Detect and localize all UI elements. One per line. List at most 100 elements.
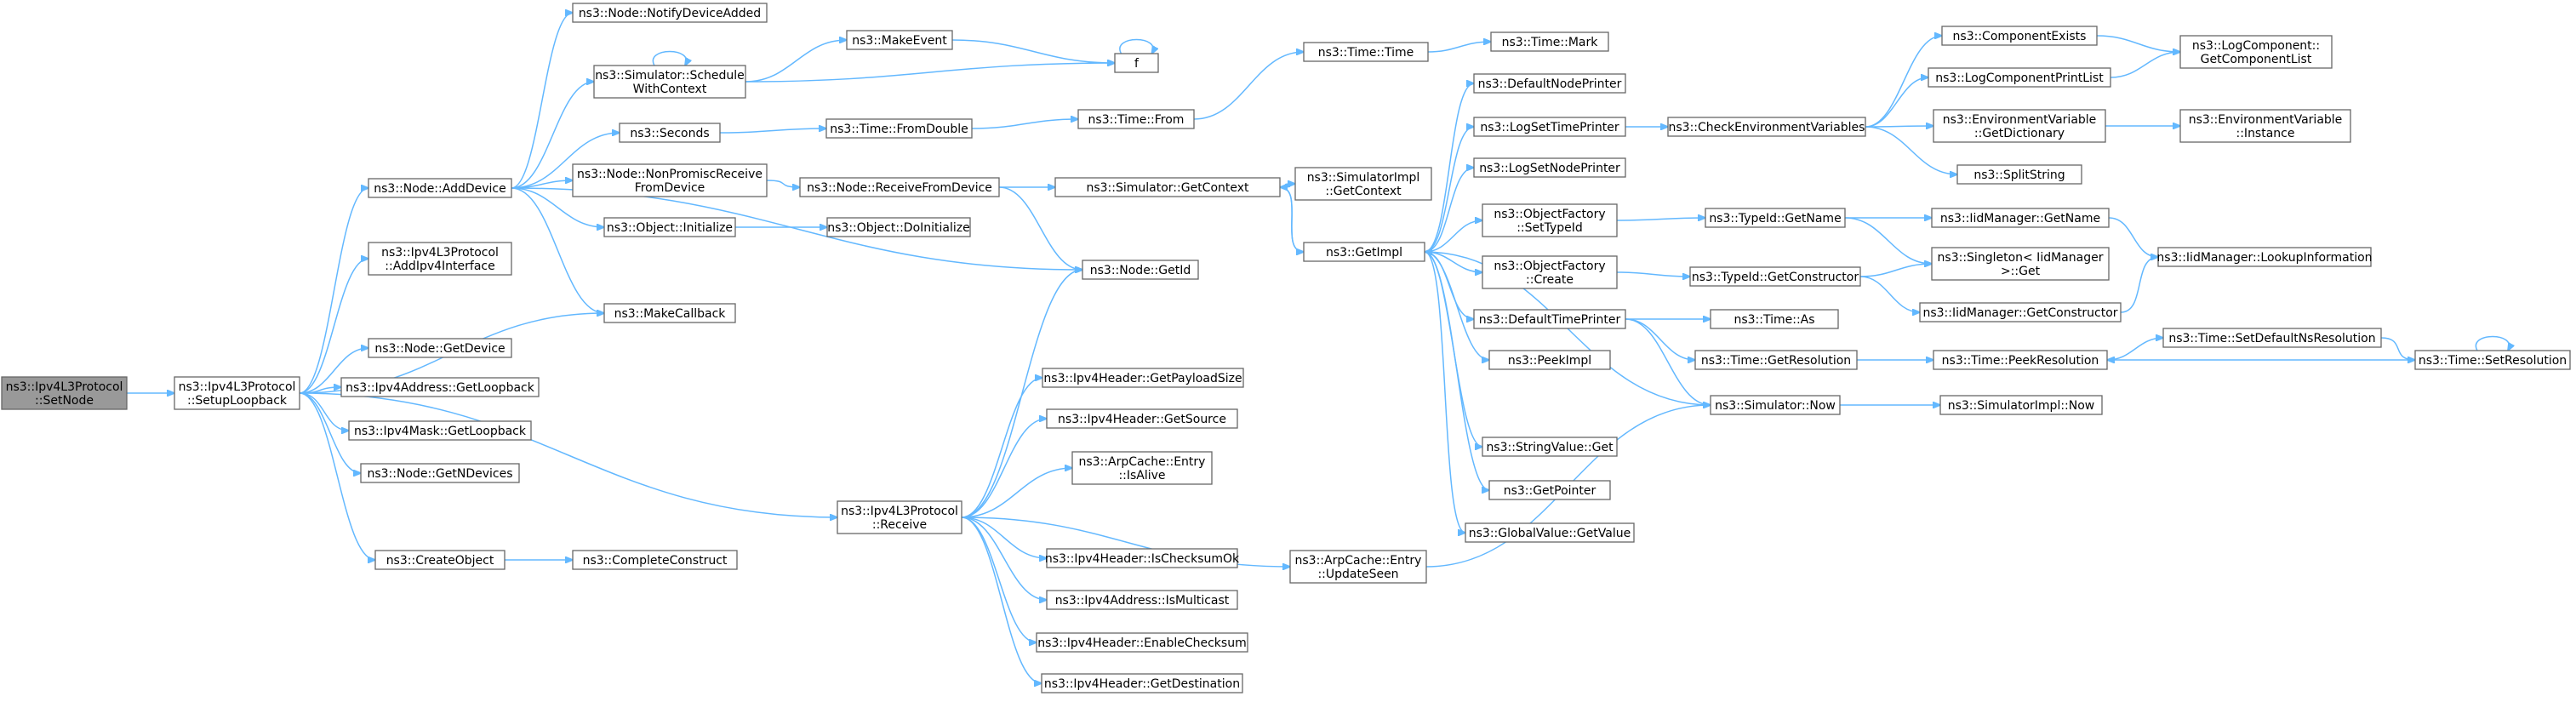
node-iidGetConstructor[interactable]: ns3::IidManager::GetConstructor — [1919, 302, 2122, 322]
node-timeFromDouble[interactable]: ns3::Time::FromDouble — [825, 118, 973, 139]
node-box[interactable] — [1473, 309, 1626, 329]
node-box[interactable] — [2162, 328, 2382, 348]
node-logComponentPrintList[interactable]: ns3::LogComponentPrintList — [1928, 67, 2111, 88]
node-getSource[interactable]: ns3::Ipv4Header::GetSource — [1046, 408, 1238, 429]
node-box[interactable] — [1694, 350, 1858, 370]
node-box[interactable] — [1933, 350, 2108, 370]
node-box[interactable] — [2179, 35, 2333, 69]
node-box[interactable] — [1490, 31, 1609, 52]
node-box[interactable] — [603, 303, 736, 323]
node-getImpl[interactable]: ns3::GetImpl — [1303, 242, 1425, 262]
node-box[interactable] — [1710, 309, 1839, 329]
node-ofCreate[interactable]: ns3::ObjectFactory::Create — [1482, 255, 1618, 289]
node-box[interactable] — [593, 65, 746, 99]
node-typeIdGetConstructor[interactable]: ns3::TypeId::GetConstructor — [1689, 266, 1861, 287]
node-box[interactable] — [2414, 350, 2571, 370]
node-box[interactable] — [2157, 247, 2372, 267]
node-ipv4AddrGetLoopback[interactable]: ns3::Ipv4Address::GetLoopback — [340, 377, 540, 397]
node-defaultTimePrinter[interactable]: ns3::DefaultTimePrinter — [1473, 309, 1626, 329]
node-isAlive[interactable]: ns3::ArpCache::Entry::IsAlive — [1071, 451, 1213, 485]
node-box[interactable] — [1956, 164, 2082, 185]
node-setupLoopback[interactable]: ns3::Ipv4L3Protocol::SetupLoopback — [174, 376, 300, 410]
node-box[interactable] — [1114, 53, 1159, 73]
node-iidLookupInfo[interactable]: ns3::IidManager::LookupInformation — [2156, 247, 2373, 267]
node-ipv4MaskGetLoopback[interactable]: ns3::Ipv4Mask::GetLoopback — [348, 420, 532, 441]
node-box[interactable] — [1, 376, 128, 410]
node-box[interactable] — [1465, 522, 1635, 543]
node-box[interactable] — [1941, 26, 2098, 46]
node-box[interactable] — [1488, 480, 1611, 500]
node-addIpv4Interface[interactable]: ns3::Ipv4L3Protocol::AddIpv4Interface — [368, 242, 512, 276]
node-defaultNodePrinter[interactable]: ns3::DefaultNodePrinter — [1473, 73, 1626, 94]
node-box[interactable] — [1710, 395, 1841, 415]
node-box[interactable] — [825, 118, 973, 139]
node-box[interactable] — [1294, 167, 1432, 201]
node-logSetTimePrinter[interactable]: ns3::LogSetTimePrinter — [1473, 117, 1626, 137]
node-box[interactable] — [348, 420, 532, 441]
node-enableChecksum[interactable]: ns3::Ipv4Header::EnableChecksum — [1036, 632, 1248, 653]
node-objectInitialize[interactable]: ns3::Object::Initialize — [603, 217, 736, 237]
node-receiveFromDevice[interactable]: ns3::Node::ReceiveFromDevice — [799, 177, 1000, 197]
node-box[interactable] — [1046, 590, 1238, 610]
node-box[interactable] — [1931, 247, 2110, 281]
node-logCompGetList[interactable]: ns3::LogComponent::GetComponentList — [2179, 35, 2333, 69]
node-peekImpl[interactable]: ns3::PeekImpl — [1488, 350, 1611, 370]
node-box[interactable] — [1488, 350, 1611, 370]
node-simGetContext[interactable]: ns3::Simulator::GetContext — [1054, 177, 1281, 197]
node-box[interactable] — [603, 217, 736, 237]
node-box[interactable] — [1667, 117, 1866, 137]
node-checkEnvVars[interactable]: ns3::CheckEnvironmentVariables — [1667, 117, 1866, 137]
node-nodeGetDevice[interactable]: ns3::Node::GetDevice — [368, 338, 512, 358]
node-timeSetDefaultNsRes[interactable]: ns3::Time::SetDefaultNsResolution — [2162, 328, 2382, 348]
node-box[interactable] — [174, 376, 300, 410]
node-box[interactable] — [1939, 395, 2103, 415]
node-doInitialize[interactable]: ns3::Object::DoInitialize — [826, 217, 971, 237]
node-timeSetResolution[interactable]: ns3::Time::SetResolution — [2414, 350, 2571, 370]
node-timeAs[interactable]: ns3::Time::As — [1710, 309, 1839, 329]
node-getDestination[interactable]: ns3::Ipv4Header::GetDestination — [1041, 673, 1243, 693]
node-box[interactable] — [846, 30, 953, 50]
node-box[interactable] — [1482, 437, 1618, 457]
node-box[interactable] — [1046, 548, 1238, 568]
node-box[interactable] — [2179, 109, 2351, 143]
node-box[interactable] — [1042, 368, 1244, 388]
node-updateSeen[interactable]: ns3::ArpCache::Entry::UpdateSeen — [1289, 550, 1427, 584]
node-box[interactable] — [1689, 266, 1861, 287]
node-simNow[interactable]: ns3::Simulator::Now — [1710, 395, 1841, 415]
node-box[interactable] — [1036, 632, 1248, 653]
node-simImplGetContext[interactable]: ns3::SimulatorImpl::GetContext — [1294, 167, 1432, 201]
node-f[interactable]: f — [1114, 53, 1159, 73]
node-createObject[interactable]: ns3::CreateObject — [374, 550, 505, 570]
node-isChecksumOk[interactable]: ns3::Ipv4Header::IsChecksumOk — [1045, 548, 1240, 568]
node-box[interactable] — [368, 338, 512, 358]
node-isMulticast[interactable]: ns3::Ipv4Address::IsMulticast — [1046, 590, 1238, 610]
node-box[interactable] — [1473, 117, 1626, 137]
node-makeCallback[interactable]: ns3::MakeCallback — [603, 303, 736, 323]
node-makeEvent[interactable]: ns3::MakeEvent — [846, 30, 953, 50]
node-box[interactable] — [572, 3, 768, 23]
node-timeTime[interactable]: ns3::Time::Time — [1303, 42, 1429, 62]
node-box[interactable] — [619, 123, 721, 143]
node-splitString[interactable]: ns3::SplitString — [1956, 164, 2082, 185]
node-componentExists[interactable]: ns3::ComponentExists — [1941, 26, 2098, 46]
node-timeMark[interactable]: ns3::Time::Mark — [1490, 31, 1609, 52]
node-notifyDeviceAdded[interactable]: ns3::Node::NotifyDeviceAdded — [572, 3, 768, 23]
node-root[interactable]: ns3::Ipv4L3Protocol::SetNode — [1, 376, 128, 410]
node-getPayloadSize[interactable]: ns3::Ipv4Header::GetPayloadSize — [1042, 368, 1244, 388]
node-timePeekResolution[interactable]: ns3::Time::PeekResolution — [1933, 350, 2108, 370]
node-box[interactable] — [572, 550, 738, 570]
node-box[interactable] — [1931, 208, 2110, 228]
node-box[interactable] — [799, 177, 1000, 197]
node-box[interactable] — [1928, 67, 2111, 88]
node-box[interactable] — [1041, 673, 1243, 693]
node-seconds[interactable]: ns3::Seconds — [619, 123, 721, 143]
node-singletonGet[interactable]: ns3::Singleton< IidManager>::Get — [1931, 247, 2110, 281]
node-envVarGetDictionary[interactable]: ns3::EnvironmentVariable::GetDictionary — [1933, 109, 2106, 143]
node-box[interactable] — [1482, 255, 1618, 289]
node-globalValueGetValue[interactable]: ns3::GlobalValue::GetValue — [1465, 522, 1635, 543]
node-box[interactable] — [1473, 73, 1626, 94]
node-envVarInstance[interactable]: ns3::EnvironmentVariable::Instance — [2179, 109, 2351, 143]
node-box[interactable] — [1482, 203, 1618, 237]
